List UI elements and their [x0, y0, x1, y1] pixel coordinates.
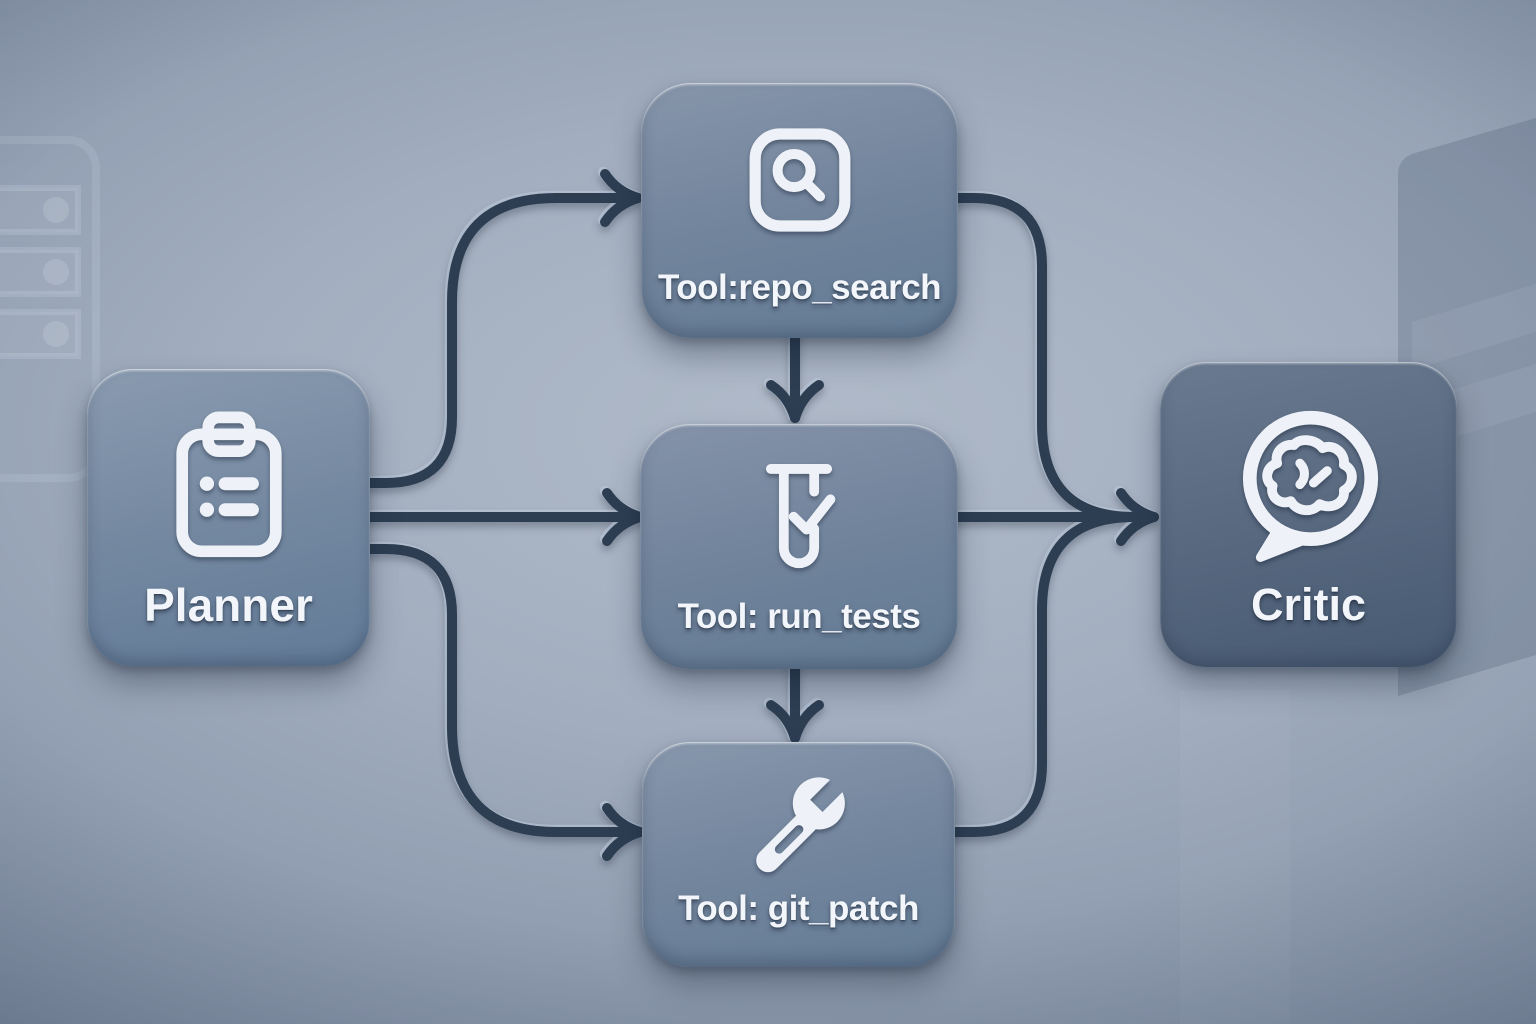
node-critic-label: Critic: [1250, 579, 1367, 630]
node-tool-run-tests: Tool: run_tests: [640, 424, 958, 669]
node-tool-run-tests-label: Tool: run_tests: [677, 597, 921, 636]
node-tool-repo-search-label: Tool:repo_search: [657, 268, 942, 307]
server-rack-ghost-left: [0, 136, 100, 482]
node-critic: Critic: [1160, 362, 1457, 667]
node-planner: Planner: [87, 369, 370, 666]
node-tool-repo-search: Tool:repo_search: [641, 83, 958, 338]
node-tool-git-patch-label: Tool: git_patch: [678, 889, 919, 928]
wrench-icon: [736, 760, 861, 884]
node-planner-label: Planner: [144, 579, 313, 631]
clipboard-checklist-icon: [164, 405, 294, 565]
brain-speech-bubble-icon: [1225, 404, 1393, 568]
test-tube-check-icon: [755, 457, 843, 585]
magnifier-square-icon: [741, 117, 859, 243]
node-tool-git-patch: Tool: git_patch: [642, 742, 955, 967]
